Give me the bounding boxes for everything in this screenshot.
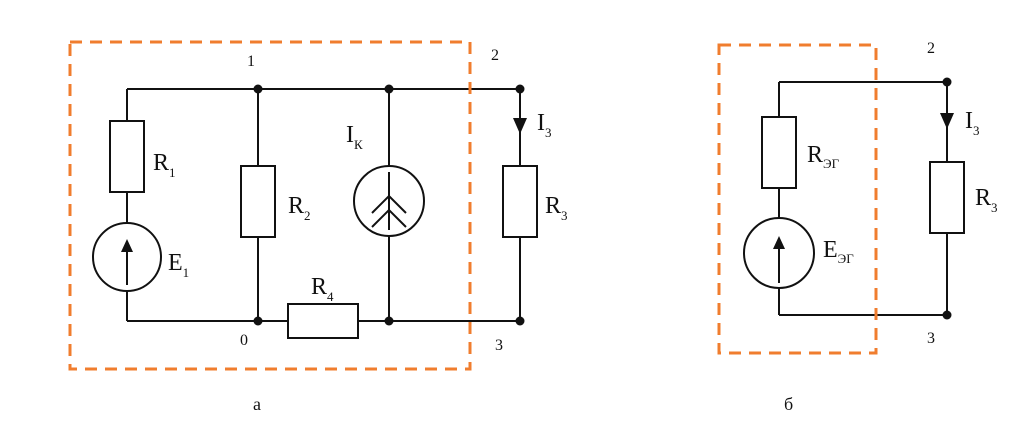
node-dot-2b	[942, 77, 952, 87]
label-r1: R1	[153, 150, 176, 180]
circuit-b	[743, 81, 965, 316]
ik-chevron-2	[371, 208, 407, 228]
resistor-r3-b	[929, 161, 965, 234]
label-ik: IК	[346, 122, 363, 152]
resistor-r2	[240, 165, 276, 238]
node-dot-3b	[942, 310, 952, 320]
label-e1: E1	[168, 250, 189, 280]
node-dot-3	[515, 316, 525, 326]
ik-chevron-1	[371, 194, 407, 214]
caption-a: а	[253, 394, 261, 414]
label-r2: R2	[288, 193, 311, 223]
label-r4: R4	[311, 274, 334, 304]
node-label-2b: 2	[927, 40, 935, 57]
resistor-r4	[287, 303, 359, 339]
node-label-3: 3	[495, 337, 503, 354]
resistor-req	[761, 116, 797, 189]
node-dot-0	[253, 316, 263, 326]
node-label-0: 0	[240, 332, 248, 349]
circuit-a-marks	[121, 84, 527, 326]
circuit-b-marks	[773, 77, 954, 320]
node-dot-ik-top	[384, 84, 394, 94]
resistor-r1	[109, 120, 145, 193]
node-label-1: 1	[247, 53, 255, 70]
label-r3-b: R3	[975, 185, 998, 215]
node-dot-2	[515, 84, 525, 94]
eeq-arrow-head	[773, 236, 785, 249]
circuit-a	[92, 88, 538, 339]
node-dot-1	[253, 84, 263, 94]
node-label-2: 2	[491, 47, 499, 64]
dashed-box-b	[717, 43, 878, 355]
node-label-3b: 3	[927, 330, 935, 347]
dashed-box-a	[68, 40, 472, 371]
label-r3-a: R3	[545, 193, 568, 223]
caption-b: б	[784, 394, 793, 414]
circuit-b-labels: 2 3 RЭГ EЭГ I3 R3 б	[784, 40, 998, 414]
i3-arrow-head-a	[513, 118, 527, 134]
circuit-a-labels: 1 2 0 3 R1 R2 E1 R4 IК I3 R3 а	[153, 47, 568, 414]
node-dot-ik-bottom	[384, 316, 394, 326]
e1-arrow-head	[121, 239, 133, 252]
resistor-r3-a	[502, 165, 538, 238]
label-i3-b: I3	[965, 108, 980, 138]
i3-arrow-head-b	[940, 113, 954, 129]
label-req: RЭГ	[807, 142, 840, 171]
label-i3-a: I3	[537, 110, 552, 140]
label-eeq: EЭГ	[823, 237, 854, 266]
